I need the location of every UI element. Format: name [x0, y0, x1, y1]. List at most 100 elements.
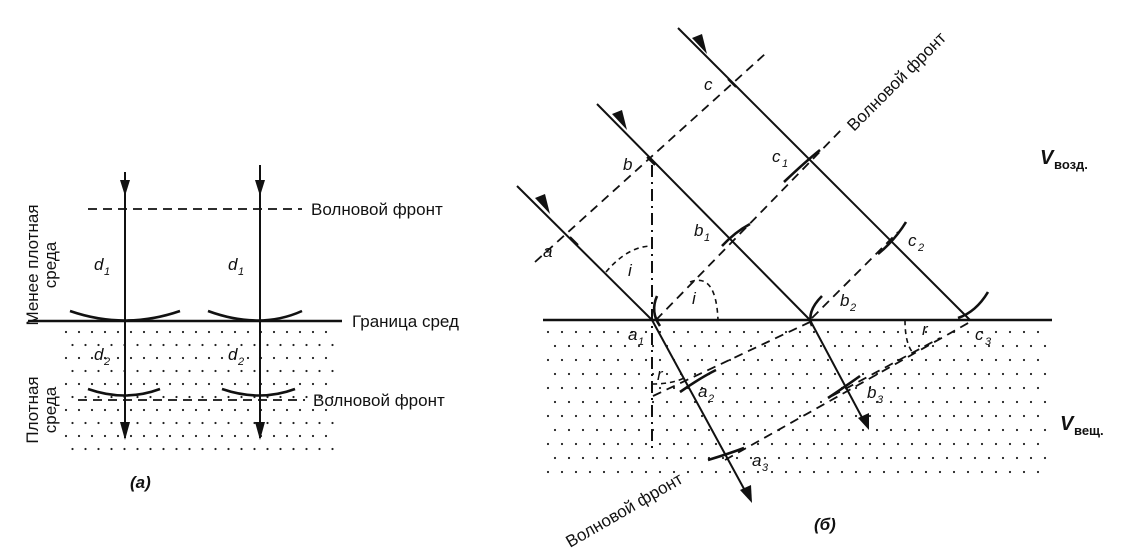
medium-dot — [240, 395, 243, 399]
medium-dot — [868, 442, 872, 446]
medium-dot — [581, 372, 585, 376]
medium-dot — [64, 382, 68, 386]
medium-dot — [201, 369, 204, 373]
medium-dot — [142, 382, 146, 386]
dense-medium-dots-right — [546, 330, 1047, 474]
medium-dot — [623, 456, 627, 460]
caption-right: (б) — [814, 515, 836, 534]
point-b2-label: b — [840, 291, 849, 310]
medium-dot — [233, 356, 237, 360]
medium-dot — [763, 400, 767, 404]
distance-d1-label-1: d — [94, 255, 104, 274]
tick-b — [646, 156, 656, 166]
medium-dot — [637, 400, 641, 404]
medium-less-dense-label-line2: среда — [41, 241, 60, 288]
angle-arc-r — [651, 377, 685, 385]
medium-dot — [973, 372, 977, 376]
medium-dot — [318, 369, 321, 373]
medium-dot — [64, 434, 68, 438]
medium-dot — [214, 395, 217, 399]
medium-dot — [1029, 400, 1033, 404]
medium-dot — [672, 414, 676, 418]
medium-dot — [770, 470, 774, 474]
medium-dot — [735, 372, 739, 376]
medium-dot — [602, 442, 606, 446]
medium-dot — [311, 330, 315, 334]
arrow-icon — [612, 110, 627, 130]
medium-dot — [777, 456, 781, 460]
medium-dot — [987, 428, 991, 432]
arrow-icon — [692, 34, 707, 54]
medium-dot — [207, 408, 211, 412]
incident-ray-c — [677, 27, 971, 321]
medium-dot — [129, 330, 133, 334]
medium-dot — [728, 470, 732, 474]
wavefront-label-left-bottom: Волновой фронт — [313, 391, 445, 410]
medium-dot — [1036, 358, 1040, 362]
medium-dot — [292, 395, 295, 399]
medium-dot — [679, 428, 683, 432]
angle-arc-r-boundary — [904, 319, 915, 355]
medium-dot — [149, 369, 152, 373]
medium-dot — [833, 344, 837, 348]
medium-dot — [298, 356, 302, 360]
medium-dot — [777, 400, 781, 404]
medium-dot — [805, 372, 809, 376]
medium-dot — [791, 400, 795, 404]
medium-dot — [742, 358, 746, 362]
wavefront-refracted-3 — [831, 337, 941, 397]
medium-dot — [994, 470, 998, 474]
medium-dot — [644, 358, 648, 362]
medium-dot — [240, 421, 243, 425]
medium-dot — [1043, 344, 1047, 348]
medium-dot — [220, 356, 224, 360]
medium-dot — [693, 372, 697, 376]
medium-dot — [1043, 456, 1047, 460]
medium-dot — [959, 344, 963, 348]
medium-dot — [756, 358, 760, 362]
medium-dot — [812, 330, 816, 334]
medium-dot — [875, 344, 879, 348]
medium-dot — [574, 330, 578, 334]
medium-dot — [318, 421, 321, 425]
medium-dot — [812, 358, 816, 362]
medium-dot — [889, 372, 893, 376]
medium-dot — [938, 386, 942, 390]
medium-dot — [168, 330, 172, 334]
medium-dot — [966, 386, 970, 390]
medium-dot — [980, 414, 984, 418]
medium-dot — [994, 414, 998, 418]
medium-dot — [896, 386, 900, 390]
medium-dot — [791, 372, 795, 376]
medium-dot — [707, 428, 711, 432]
wavelet-dense-1 — [87, 387, 161, 397]
medium-dot — [728, 330, 732, 334]
wavelet-dense-2 — [221, 387, 296, 397]
medium-dot — [546, 470, 550, 474]
distance-d1-sub-2: 1 — [238, 266, 244, 278]
medium-dot — [194, 408, 198, 412]
medium-dot — [889, 400, 893, 404]
medium-dot — [71, 343, 74, 347]
medium-dot — [233, 434, 237, 438]
medium-dot — [959, 372, 963, 376]
medium-dot — [285, 330, 289, 334]
medium-dot — [973, 400, 977, 404]
medium-dot — [672, 442, 676, 446]
wavelet-c2 — [877, 221, 908, 256]
medium-dot — [784, 330, 788, 334]
medium-dot — [311, 382, 315, 386]
medium-dot — [181, 330, 185, 334]
medium-dot — [227, 447, 230, 451]
medium-dot — [616, 386, 620, 390]
wavelet-b1 — [721, 222, 751, 247]
medium-less-dense-label-line1: Менее плотная — [23, 204, 42, 325]
medium-dot — [97, 395, 100, 399]
medium-dot — [714, 442, 718, 446]
medium-dot — [686, 414, 690, 418]
medium-dot — [658, 386, 662, 390]
medium-dot — [931, 428, 935, 432]
medium-dot — [987, 372, 991, 376]
medium-dot — [910, 414, 914, 418]
point-a-label: a — [543, 242, 552, 261]
